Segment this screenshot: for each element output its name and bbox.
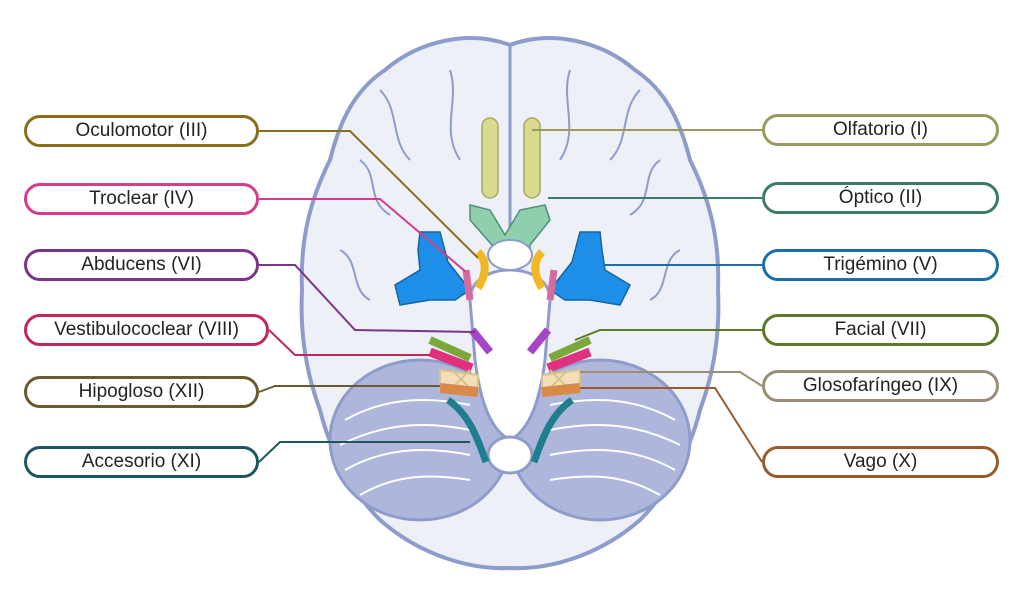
- accessory-nerve-left: [445, 397, 490, 464]
- oculomotor-nerve-left: [474, 249, 489, 291]
- leader-hipogloso: [258, 385, 440, 393]
- olfactory-nerve-right: [523, 117, 541, 199]
- leader-troclear: [259, 198, 467, 273]
- trigeminal-nerve-right: [548, 231, 631, 306]
- label-trigemino: Trigémino (V): [762, 249, 999, 281]
- accessory-nerve-right: [530, 397, 575, 464]
- label-troclear-text: Troclear (IV): [89, 188, 194, 209]
- trochlear-nerve-right: [546, 269, 558, 301]
- label-vago-text: Vago (X): [843, 451, 918, 472]
- label-optico: Óptico (II): [762, 182, 999, 214]
- label-oculomotor: Oculomotor (III): [24, 115, 259, 147]
- abducens-nerve-right: [526, 327, 552, 355]
- leader-accesorio: [258, 441, 470, 463]
- leader-vago: [580, 387, 763, 463]
- olfactory-nerve-left: [481, 117, 499, 199]
- label-optico-text: Óptico (II): [838, 187, 923, 208]
- vagus-nerve-right: [541, 383, 581, 397]
- vestibulocochlear-nerve-left: [428, 347, 474, 373]
- facial-nerve-left: [428, 336, 472, 362]
- label-olfatorio-text: Olfatorio (I): [832, 119, 929, 140]
- label-glosofaringeo: Glosofaríngeo (IX): [762, 370, 999, 402]
- label-hipogloso: Hipogloso (XII): [24, 376, 259, 408]
- label-abducens-text: Abducens (VI): [81, 254, 202, 275]
- brainstem: [468, 268, 552, 442]
- label-oculomotor-text: Oculomotor (III): [75, 120, 208, 141]
- label-glosofaringeo-text: Glosofaríngeo (IX): [802, 375, 959, 396]
- label-vago: Vago (X): [762, 446, 999, 478]
- spinal-cord: [486, 435, 534, 475]
- pituitary: [487, 239, 533, 271]
- label-facial-text: Facial (VII): [834, 319, 927, 340]
- vestibulocochlear-nerve-right: [546, 347, 592, 373]
- leader-abducens: [259, 264, 476, 333]
- leader-glosofaringeo: [580, 371, 763, 387]
- label-vestibulococlear-text: Vestibulococlear (VIII): [54, 319, 239, 340]
- trigeminal-nerve-left: [394, 231, 472, 306]
- gyri: [339, 69, 681, 301]
- cerebellum-folia: [339, 399, 681, 496]
- label-olfatorio: Olfatorio (I): [762, 114, 999, 146]
- vagus-nerve-left: [439, 383, 479, 397]
- label-abducens: Abducens (VI): [24, 249, 259, 281]
- label-hipogloso-text: Hipogloso (XII): [78, 381, 205, 402]
- oculomotor-nerve-right: [531, 249, 546, 291]
- label-accesorio: Accesorio (XI): [24, 446, 259, 478]
- abducens-nerve-left: [468, 327, 494, 355]
- leader-lines: [258, 129, 763, 463]
- label-vestibulococlear: Vestibulococlear (VIII): [24, 314, 269, 346]
- trochlear-nerve-left: [462, 269, 474, 301]
- facial-nerve-right: [548, 336, 592, 362]
- label-troclear: Troclear (IV): [24, 183, 259, 215]
- label-trigemino-text: Trigémino (V): [823, 254, 938, 275]
- label-facial: Facial (VII): [762, 314, 999, 346]
- leader-vestibulococlear: [268, 329, 430, 356]
- leader-oculomotor: [259, 130, 479, 259]
- label-accesorio-text: Accesorio (XI): [81, 451, 202, 472]
- leader-facial: [574, 329, 762, 341]
